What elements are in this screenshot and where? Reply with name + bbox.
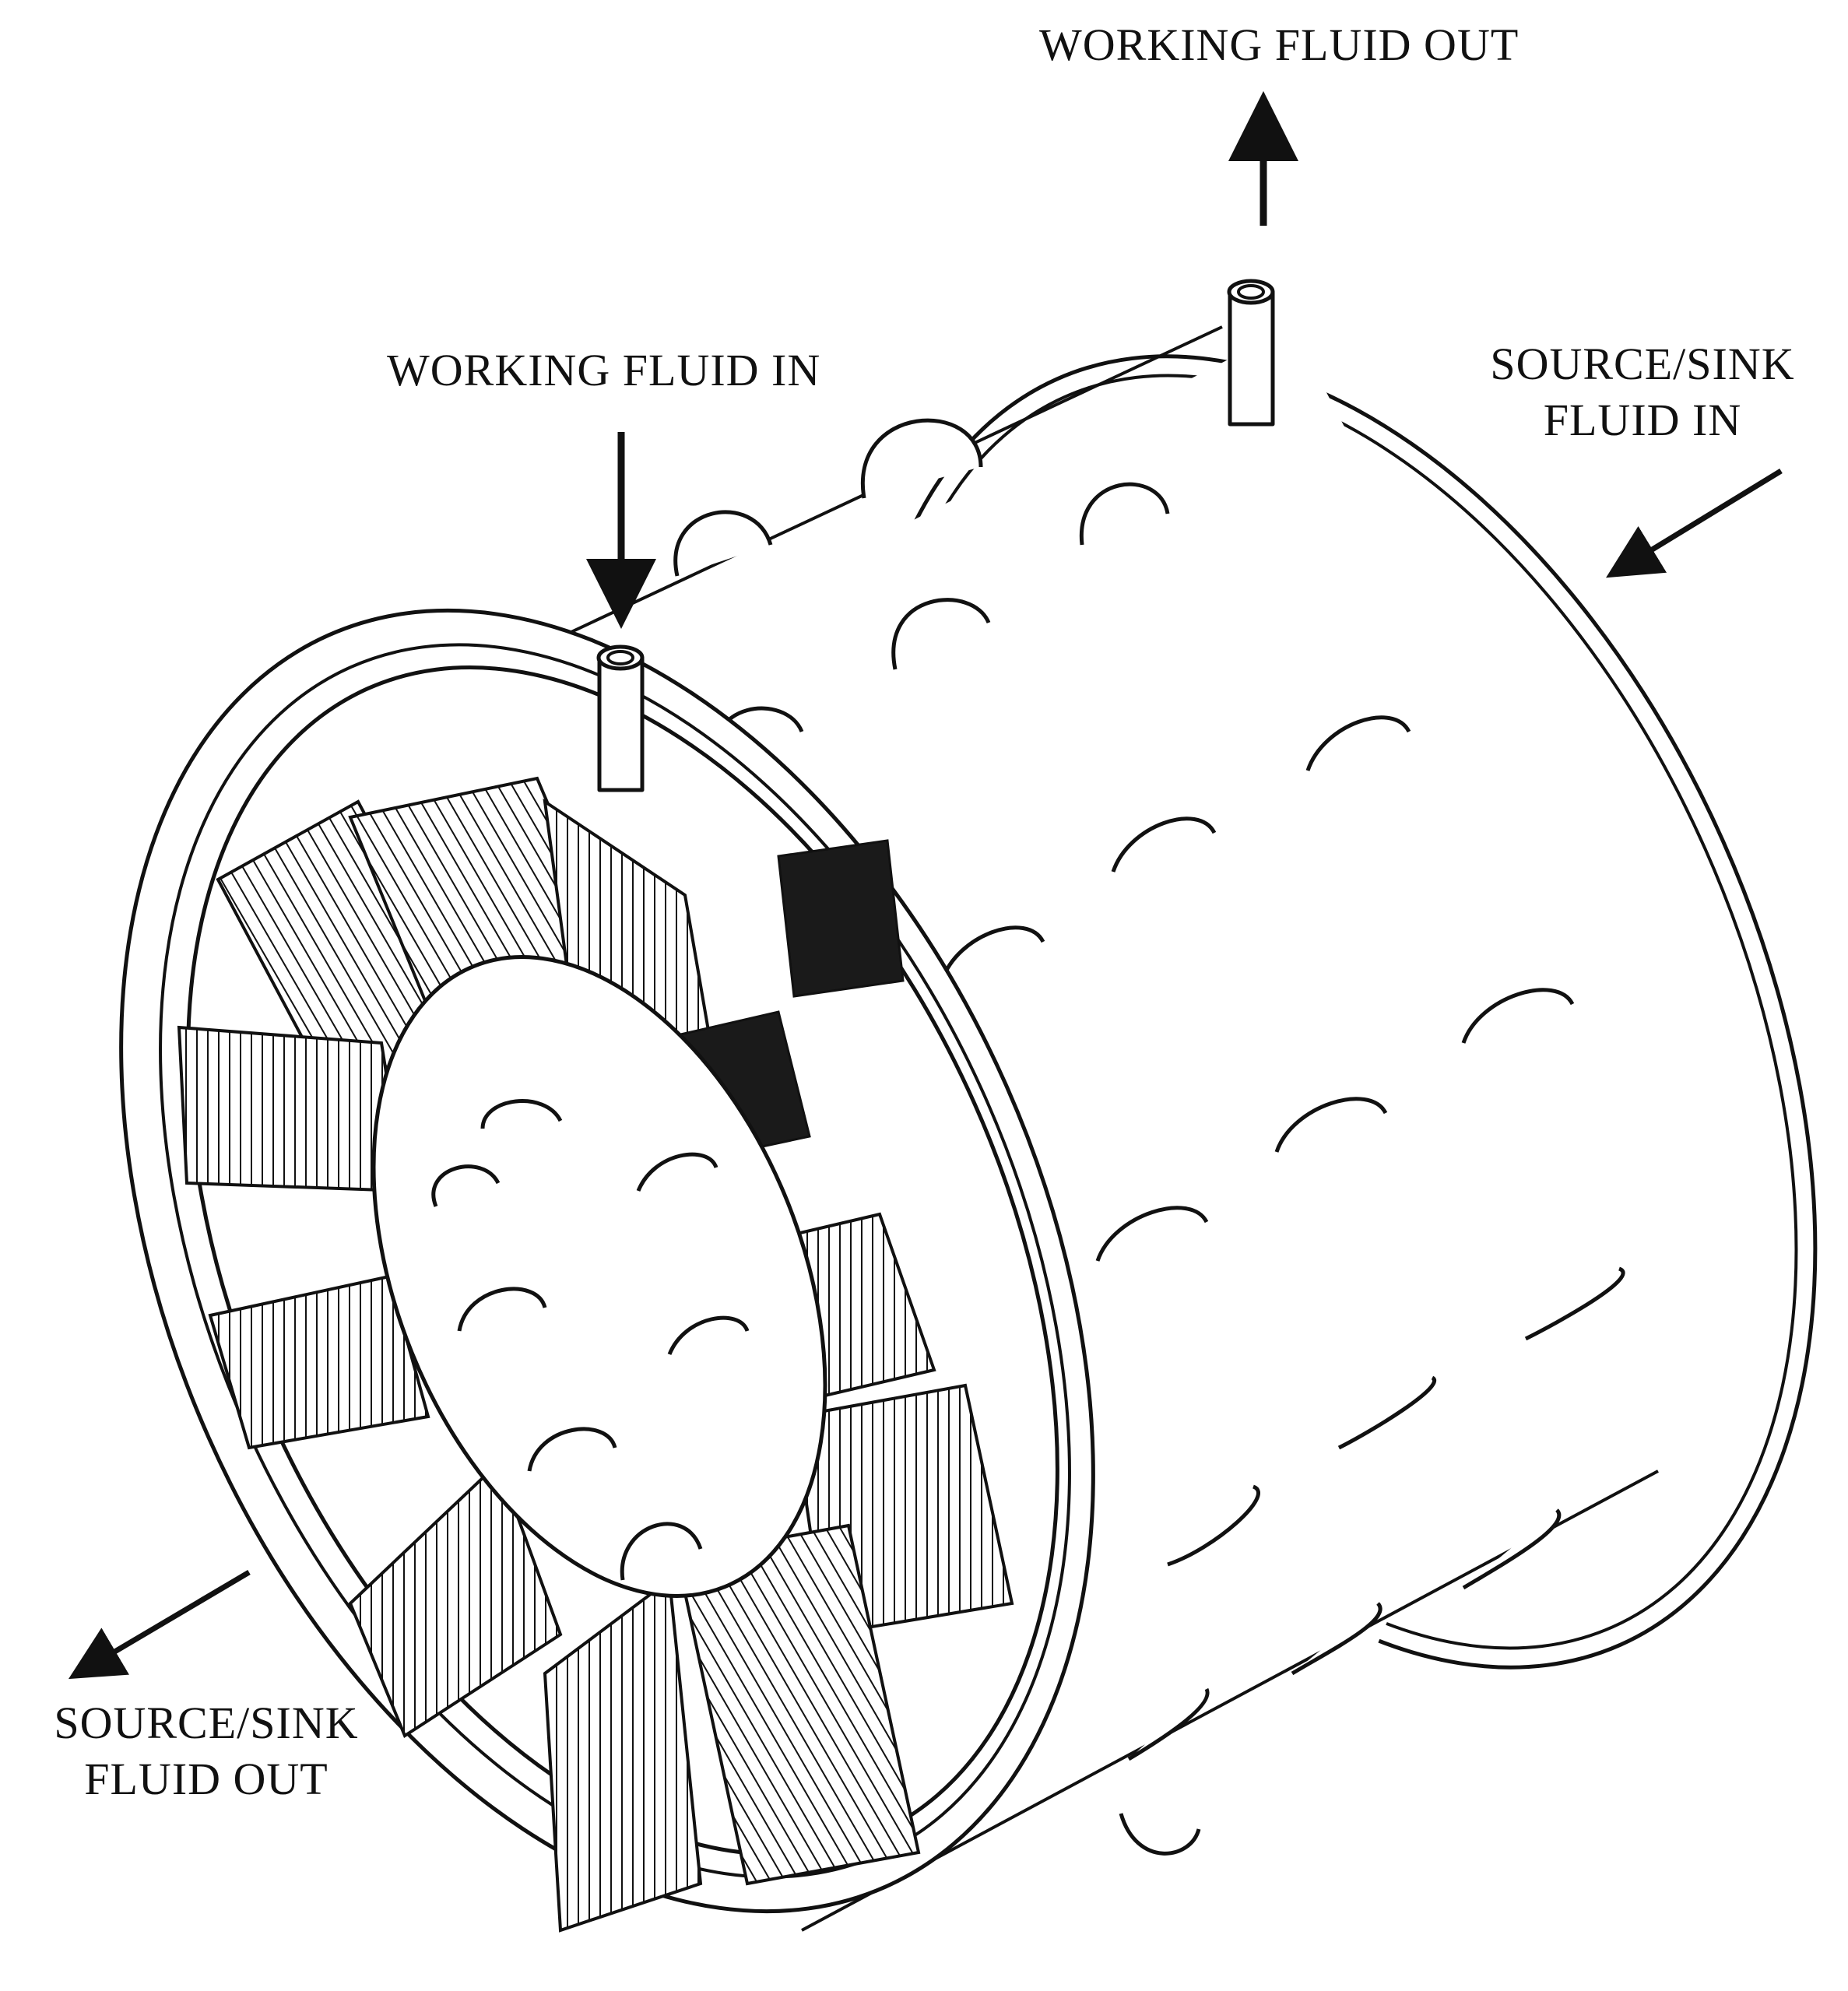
u-bend	[527, 1427, 617, 1472]
u-bend	[1127, 1687, 1210, 1761]
fin-stack	[208, 1274, 430, 1450]
u-bend	[1305, 715, 1411, 771]
source-sink-in-line2: FLUID IN	[1543, 395, 1742, 445]
u-bend	[1079, 482, 1170, 546]
inner-bore	[371, 955, 827, 1598]
u-bend	[1337, 1375, 1437, 1450]
u-bend	[1274, 1097, 1388, 1153]
u-bend	[940, 925, 1045, 981]
u-bend	[620, 1522, 703, 1581]
working-fluid-out-pipe	[1227, 279, 1275, 427]
source-sink-in-label: SOURCE/SINK FLUID IN	[1463, 336, 1822, 448]
working-fluid-in-pipe	[596, 644, 645, 792]
u-bend	[1119, 1813, 1201, 1856]
u-bend	[667, 1315, 750, 1355]
source-sink-in-arrow	[1606, 469, 1783, 578]
source-sink-in-line1: SOURCE/SINK	[1490, 339, 1795, 389]
source-sink-out-arrow	[68, 1569, 251, 1680]
u-bend	[673, 510, 773, 577]
u-bend	[457, 1287, 547, 1332]
u-bend	[1291, 1602, 1382, 1676]
fin-stack	[543, 1577, 703, 1933]
working-fluid-out-label: WORKING FLUID OUT	[1039, 19, 1520, 70]
fin-stack	[675, 1523, 921, 1886]
u-tube-bends	[478, 418, 1625, 1856]
u-bend	[1461, 988, 1575, 1044]
u-bend	[1111, 816, 1217, 873]
source-sink-out-label: SOURCE/SINK FLUID OUT	[39, 1695, 374, 1807]
u-bend	[860, 418, 983, 499]
working-fluid-in-label: WORKING FLUID IN	[387, 345, 821, 395]
u-bend	[480, 1099, 563, 1129]
u-bend	[1167, 1484, 1260, 1567]
source-sink-out-line2: FLUID OUT	[84, 1754, 328, 1804]
u-bend	[1524, 1266, 1625, 1341]
fin-stack	[348, 1460, 563, 1738]
u-bend	[1462, 1508, 1562, 1590]
fin-stack	[177, 1025, 407, 1193]
u-bend	[891, 598, 991, 670]
u-bend	[1095, 1206, 1209, 1262]
u-bend	[431, 1164, 501, 1207]
source-sink-out-line1: SOURCE/SINK	[54, 1698, 359, 1748]
u-bend	[636, 1152, 718, 1192]
fin-stack	[777, 839, 905, 998]
